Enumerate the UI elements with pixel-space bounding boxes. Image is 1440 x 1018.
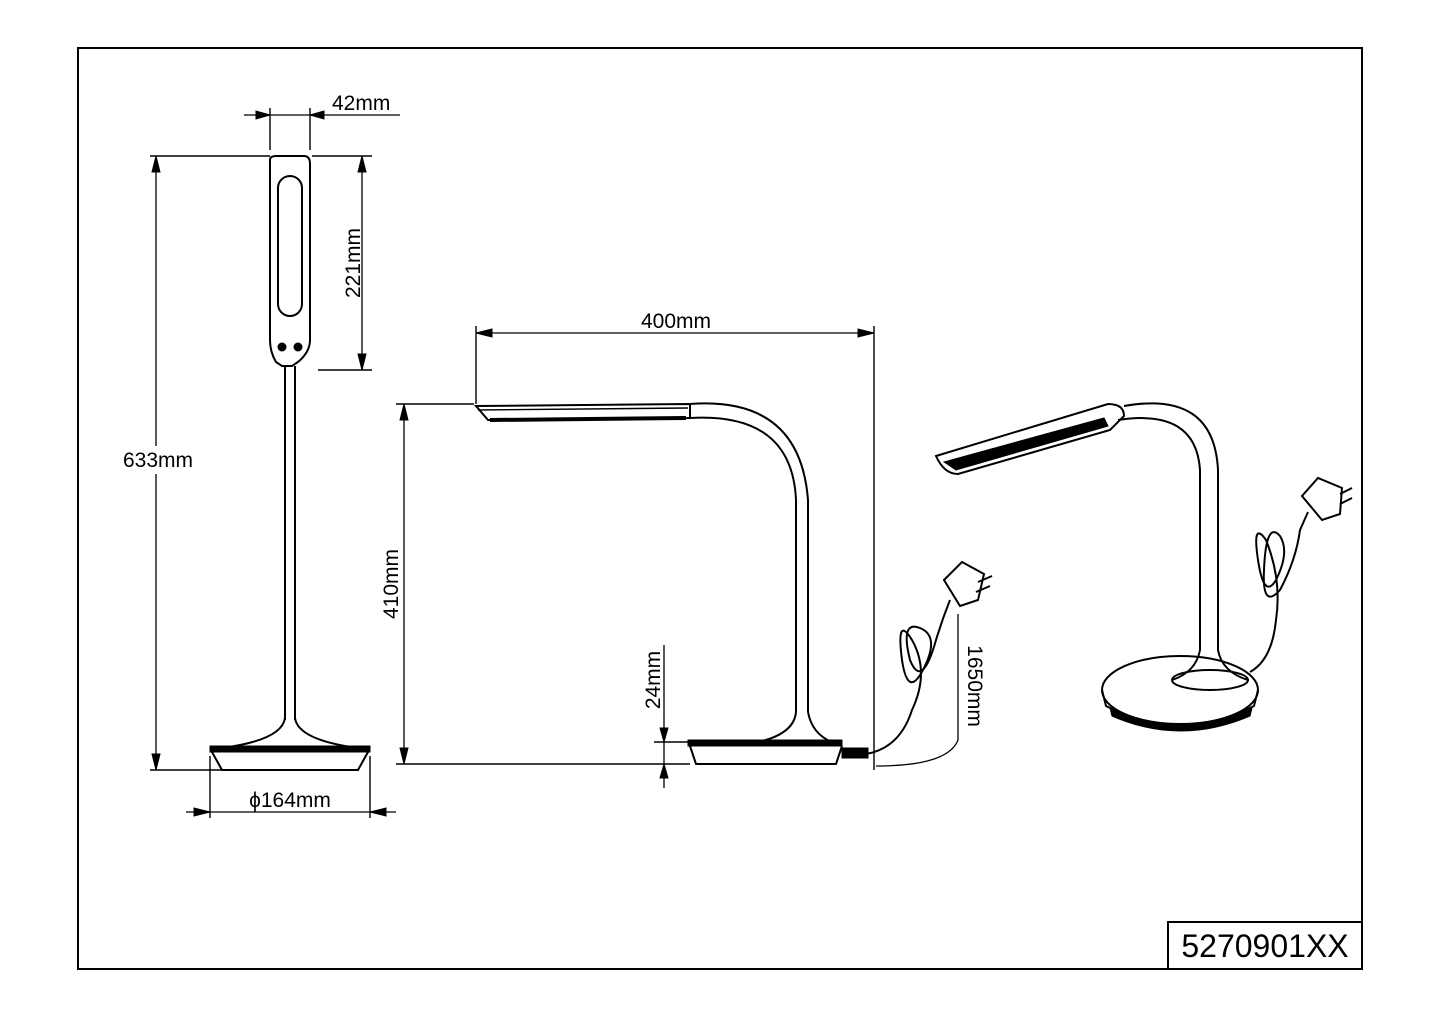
front-button-right: [293, 342, 303, 352]
side-base-body: [689, 745, 843, 765]
front-button-left: [277, 342, 287, 352]
drawing-frame: [77, 47, 1363, 970]
front-base-body: [211, 751, 369, 771]
dim-base-height: 24mm: [642, 651, 665, 709]
dim-side-height: 410mm: [380, 549, 403, 619]
front-view: 42mm 221mm 633mm ϕ164mm: [110, 92, 400, 818]
front-light-panel: [277, 175, 303, 317]
dim-cable-length: 1650mm: [963, 645, 986, 727]
front-base-top: [209, 745, 371, 753]
front-lamp-head: [269, 155, 311, 367]
side-arm: [689, 402, 809, 712]
perspective-cable: [1249, 511, 1309, 673]
product-code: 5270901XX: [1181, 928, 1348, 964]
product-code-box: [1167, 921, 1363, 970]
side-cable: [865, 599, 951, 755]
perspective-adapter: [1300, 476, 1344, 522]
dim-head-length: 221mm: [342, 228, 365, 298]
dim-head-width: 42mm: [332, 92, 390, 115]
perspective-view: [934, 402, 1353, 732]
dim-arm-reach: 400mm: [641, 310, 711, 333]
perspective-lamp-head: [934, 402, 1126, 476]
perspective-arm: [1123, 402, 1219, 650]
dim-total-height: 633mm: [123, 449, 193, 472]
side-adapter: [942, 560, 986, 608]
dim-base-diameter: ϕ164mm: [249, 789, 331, 812]
side-view: 400mm 410mm 24mm 1650mm: [380, 310, 993, 788]
